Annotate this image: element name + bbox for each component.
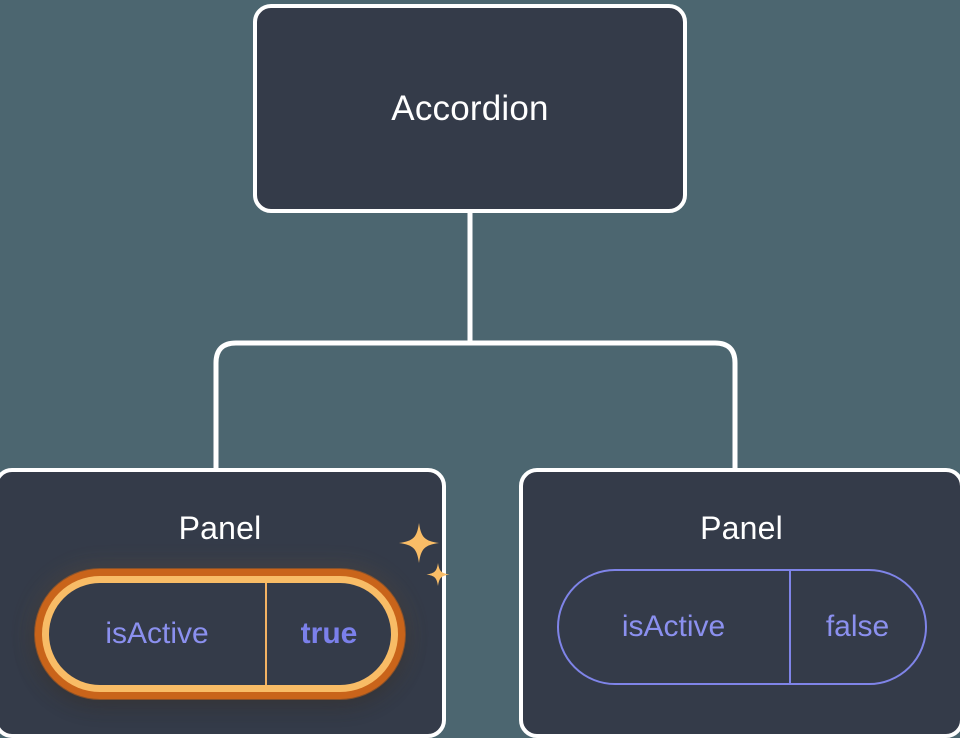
node-title: Panel xyxy=(700,510,783,546)
sparkle-icon xyxy=(399,523,439,563)
connector-branch-bus xyxy=(213,340,738,470)
prop-pill-wrapper-active: isActive true xyxy=(35,523,450,699)
prop-key: isActive xyxy=(559,571,791,683)
prop-pill-inactive[interactable]: isActive false xyxy=(556,569,927,685)
sparkle-group xyxy=(399,523,450,586)
prop-pill-highlight-ring: isActive true xyxy=(35,569,405,699)
prop-key: isActive xyxy=(49,583,267,685)
tree-node-panel-active[interactable]: Panel isActive true xyxy=(0,468,450,738)
prop-value: true xyxy=(300,617,358,650)
prop-value: false xyxy=(825,610,890,643)
prop-pill-active[interactable]: isActive true xyxy=(49,583,391,685)
prop-pill-wrapper-inactive: isActive false xyxy=(556,569,927,685)
node-title: Accordion xyxy=(391,88,549,128)
sparkle-icon xyxy=(426,563,450,586)
tree-node-panel-inactive[interactable]: Panel isActive false xyxy=(519,468,960,738)
prop-pill-highlight-ring-inner: isActive true xyxy=(42,576,398,692)
tree-node-accordion[interactable]: Accordion xyxy=(253,4,687,213)
node-title: Panel xyxy=(178,510,262,546)
